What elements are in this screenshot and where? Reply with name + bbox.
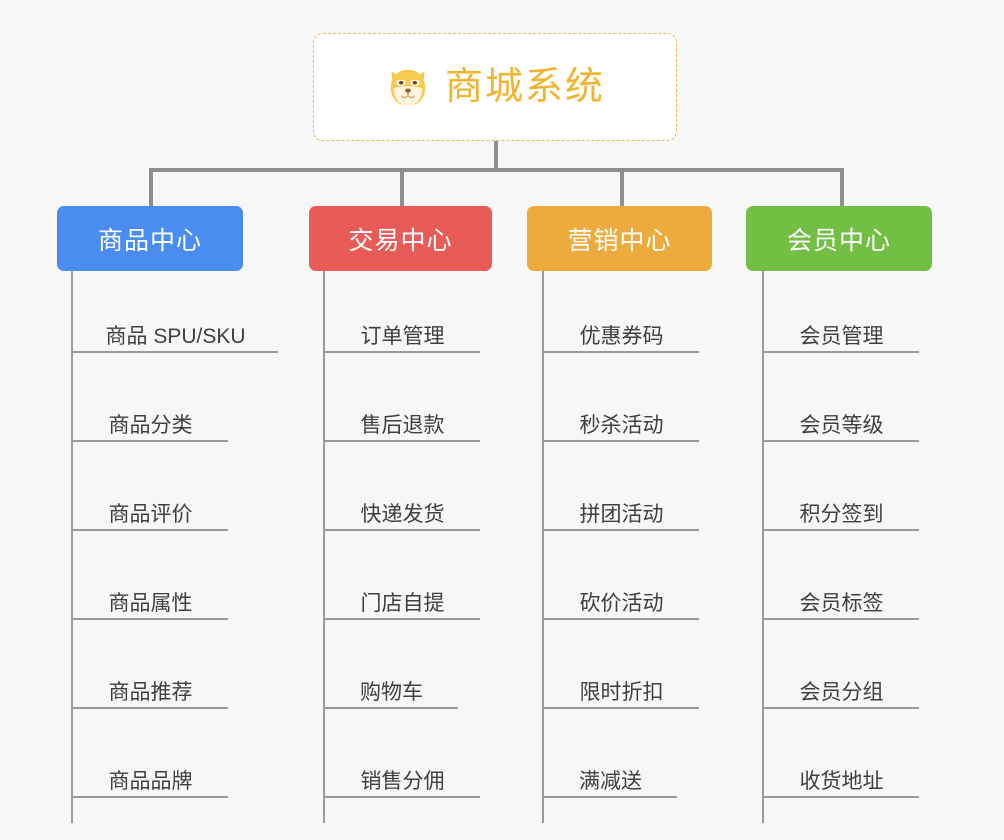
branch-box-member-center[interactable]: 会员中心 [746,206,932,271]
connector-drop-4 [840,168,844,208]
leaf-item[interactable]: 积分签到 [764,442,919,531]
connector-horizontal-bus [149,168,844,172]
leaf-item[interactable]: 商品属性 [73,531,228,620]
leaf-item[interactable]: 商品品牌 [73,709,228,798]
leaf-item[interactable]: 砍价活动 [544,531,699,620]
branch-box-marketing-center[interactable]: 营销中心 [527,206,712,271]
leaf-column-product-center: 商品 SPU/SKU 商品分类 商品评价 商品属性 商品推荐 商品品牌 [71,271,286,823]
connector-drop-3 [620,168,624,208]
root-node-title: 商城系统 [444,66,605,108]
leaf-item[interactable]: 售后退款 [325,353,480,442]
leaf-item[interactable]: 购物车 [325,620,458,709]
leaf-item[interactable]: 商品评价 [73,442,228,531]
branch-box-label: 营销中心 [567,226,672,255]
leaf-item[interactable]: 优惠券码 [544,271,699,353]
leaf-item[interactable]: 门店自提 [325,531,480,620]
leaf-spine [762,271,764,823]
root-node-shop-system[interactable]: 商城系统 [313,33,677,141]
leaf-item[interactable]: 会员分组 [764,620,919,709]
leaf-item[interactable]: 快递发货 [325,442,480,531]
leaf-item[interactable]: 会员等级 [764,353,919,442]
leaf-item[interactable]: 会员标签 [764,531,919,620]
branch-box-label: 会员中心 [786,226,891,255]
leaf-item[interactable]: 拼团活动 [544,442,699,531]
branch-box-product-center[interactable]: 商品中心 [57,206,243,271]
leaf-item[interactable]: 商品推荐 [73,620,228,709]
leaf-spine [323,271,325,823]
connector-drop-1 [149,168,153,208]
leaf-item[interactable]: 收货地址 [764,709,919,798]
leaf-item[interactable]: 订单管理 [325,271,480,353]
leaf-item[interactable]: 销售分佣 [325,709,480,798]
connector-root-stem [494,141,498,170]
leaf-spine [71,271,73,823]
branch-box-label: 商品中心 [97,226,202,255]
shiba-dog-face-icon [390,69,426,106]
leaf-column-trade-center: 订单管理 售后退款 快递发货 门店自提 购物车 销售分佣 [323,271,483,823]
leaf-item[interactable]: 会员管理 [764,271,919,353]
leaf-column-marketing-center: 优惠券码 秒杀活动 拼团活动 砍价活动 限时折扣 满减送 [542,271,702,823]
leaf-spine [542,271,544,823]
leaf-item[interactable]: 满减送 [544,709,677,798]
connector-drop-2 [400,168,404,208]
branch-box-label: 交易中心 [348,226,453,255]
leaf-item[interactable]: 秒杀活动 [544,353,699,442]
leaf-item[interactable]: 商品 SPU/SKU [73,271,278,353]
leaf-column-member-center: 会员管理 会员等级 积分签到 会员标签 会员分组 收货地址 [762,271,922,823]
leaf-item[interactable]: 商品分类 [73,353,228,442]
branch-box-trade-center[interactable]: 交易中心 [309,206,492,271]
leaf-item[interactable]: 限时折扣 [544,620,699,709]
